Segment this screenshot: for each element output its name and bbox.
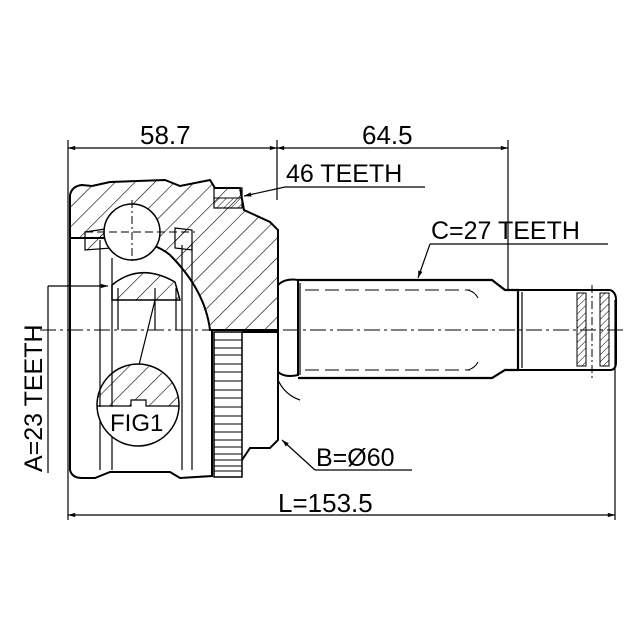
neck <box>277 278 299 377</box>
outer-housing <box>69 178 279 480</box>
dimension-lines <box>68 145 615 518</box>
callout-46-teeth: 46 TEETH <box>286 160 403 188</box>
dimension-58-7: 58.7 <box>140 120 191 150</box>
dimension-total-length: L=153.5 <box>278 488 373 518</box>
callout-a-23-teeth: A=23 TEETH <box>20 324 48 472</box>
callout-b-diameter-60: B=Ø60 <box>316 444 395 472</box>
callout-c-27-teeth: C=27 TEETH <box>431 217 580 245</box>
leader-lines <box>47 186 608 473</box>
dimension-64-5: 64.5 <box>362 120 413 150</box>
abs-tone-ring <box>213 331 279 478</box>
threaded-end <box>518 285 617 378</box>
fig1-label: FIG1 <box>110 410 164 437</box>
shaft-spline <box>298 278 520 380</box>
